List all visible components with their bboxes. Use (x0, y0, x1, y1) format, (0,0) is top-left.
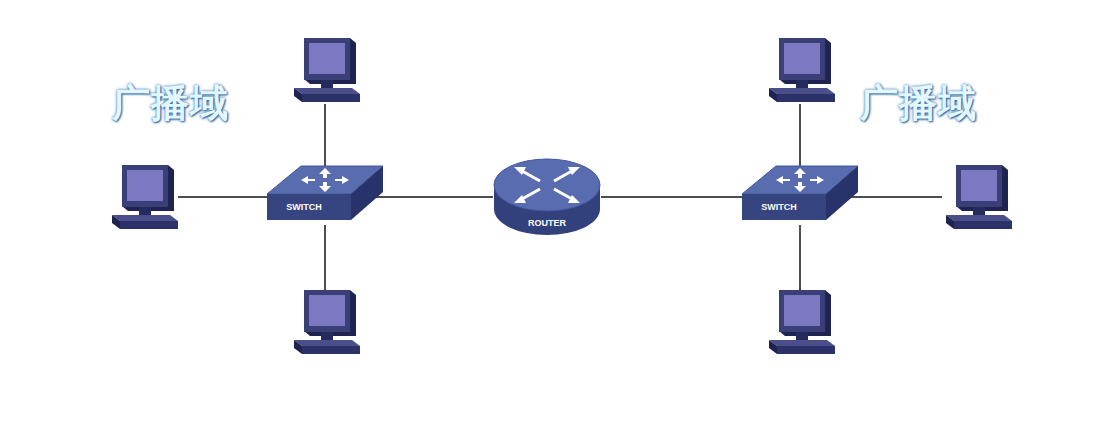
switch-front (267, 194, 351, 220)
switch-arrows (776, 168, 824, 192)
ethernet-wire (178, 196, 268, 198)
switch-device: SWITCH (740, 160, 860, 234)
switch-device: SWITCH (265, 160, 385, 234)
arrow-glyph (319, 182, 331, 192)
arrow-glyph (794, 168, 806, 178)
router-arrows (522, 171, 572, 199)
device-label: SWITCH (761, 202, 797, 212)
ethernet-wire (324, 225, 326, 292)
computer-icon (769, 290, 835, 354)
broadcast-domain: 广播域 SWITCH (28, 12, 502, 378)
switch-symbol (265, 160, 385, 234)
switch-side (826, 166, 858, 220)
ethernet-wire (178, 104, 942, 292)
arrow-glyph (568, 167, 580, 175)
broadcast-domain-ellipse (28, 12, 502, 378)
ethernet-wire (799, 225, 801, 292)
arrow-glyph (794, 182, 806, 192)
domain-fill (604, 12, 1066, 378)
computer-icon (294, 38, 360, 102)
arrow-glyph (554, 171, 572, 181)
switch-side (351, 166, 383, 220)
switch-symbol (740, 160, 860, 234)
domain-label: 广播域 (860, 78, 977, 129)
domain-label: 广播域 (112, 78, 229, 129)
arrow-glyph (514, 167, 526, 175)
arrow-glyph (522, 189, 540, 199)
router-top (494, 159, 600, 211)
ethernet-wire (850, 196, 942, 198)
broadcast-domain: 广播域 SWITCH (604, 12, 1066, 378)
arrow-glyph (514, 195, 526, 203)
arrow-glyph (568, 195, 580, 203)
switch-front (742, 194, 826, 220)
device-label: ROUTER (528, 218, 566, 228)
computer-icon (112, 165, 178, 229)
arrow-glyph (554, 189, 572, 199)
switch-arrows (301, 168, 349, 192)
network-link (601, 196, 742, 198)
computer-icon (946, 165, 1012, 229)
arrow-glyph (522, 171, 540, 181)
network-link (368, 196, 493, 198)
device-label: SWITCH (286, 202, 322, 212)
router-arrowheads (514, 167, 580, 203)
arrow-glyph (301, 176, 315, 184)
computer-icon (294, 290, 360, 354)
router-device: ROUTER (492, 155, 602, 237)
arrow-glyph (335, 176, 349, 184)
arrow-glyph (319, 168, 331, 178)
arrow-glyph (776, 176, 790, 184)
arrow-glyph (810, 176, 824, 184)
domain-fill (28, 12, 502, 378)
computer-icon (769, 38, 835, 102)
